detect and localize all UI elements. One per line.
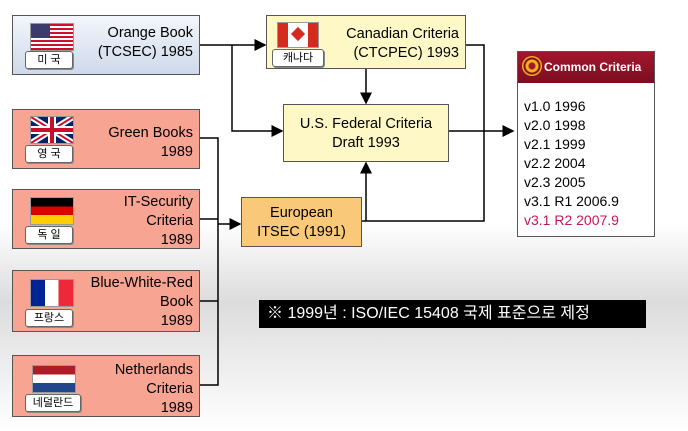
common-criteria-header: Common Criteria [518, 52, 654, 83]
iso-standard-note: ※ 1999년 : ISO/IEC 15408 국제 표준으로 제정 [259, 300, 646, 328]
federal-criteria-title: U.S. Federal Criteria Draft 1993 [299, 116, 433, 151]
netherlands-flag-icon [32, 365, 76, 393]
us-flag-icon [30, 23, 74, 51]
node-tcsec: 미 국 Orange Book (TCSEC) 1985 [12, 15, 200, 75]
uk-flag-icon [30, 116, 74, 144]
version-item-latest: v3.1 R2 2007.9 [524, 212, 619, 228]
common-criteria-logo-icon [522, 56, 542, 76]
canadian-criteria-title: Canadian Criteria (CTCPEC) 1993 [346, 26, 459, 61]
country-tag-uk: 영 국 [25, 145, 73, 163]
node-european-itsec: European ITSEC (1991) [241, 197, 362, 247]
version-item: v1.0 1996 [524, 98, 586, 114]
version-item: v2.1 1999 [524, 136, 586, 152]
common-criteria-title: Common Criteria [544, 60, 642, 74]
country-tag-fr: 프랑스 [25, 309, 73, 327]
country-tag-us: 미 국 [25, 51, 73, 69]
european-itsec-title: European ITSEC (1991) [257, 205, 346, 240]
node-canadian-criteria: 캐나다 Canadian Criteria (CTCPEC) 1993 [266, 15, 466, 69]
green-books-title: Green Books 1989 [108, 125, 193, 160]
version-item: v3.1 R1 2006.9 [524, 193, 619, 209]
country-tag-ca: 캐나다 [272, 49, 324, 67]
germany-flag-icon [30, 197, 74, 225]
common-criteria-panel: Common Criteria v1.0 1996 v2.0 1998 v2.1… [517, 51, 655, 237]
version-item: v2.3 2005 [524, 174, 586, 190]
blue-white-red-title: Blue-White-Red Book 1989 [90, 275, 193, 329]
country-tag-nl: 네덜란드 [25, 394, 81, 412]
version-item: v2.0 1998 [524, 117, 586, 133]
node-us-federal-criteria: U.S. Federal Criteria Draft 1993 [283, 104, 449, 162]
france-flag-icon [30, 279, 74, 307]
netherlands-title: Netherlands Criteria 1989 [114, 362, 193, 416]
node-netherlands: 네덜란드 Netherlands Criteria 1989 [12, 355, 200, 417]
tcsec-title: Orange Book (TCSEC) 1985 [97, 25, 193, 60]
it-security-title: IT-Security Criteria 1989 [123, 194, 193, 248]
version-item: v2.2 2004 [524, 155, 586, 171]
country-tag-de: 독 일 [25, 226, 73, 244]
node-green-books: 영 국 Green Books 1989 [12, 109, 200, 169]
canada-flag-icon [277, 22, 319, 48]
node-blue-white-red: 프랑스 Blue-White-Red Book 1989 [12, 270, 200, 332]
node-it-security: 독 일 IT-Security Criteria 1989 [12, 189, 200, 249]
